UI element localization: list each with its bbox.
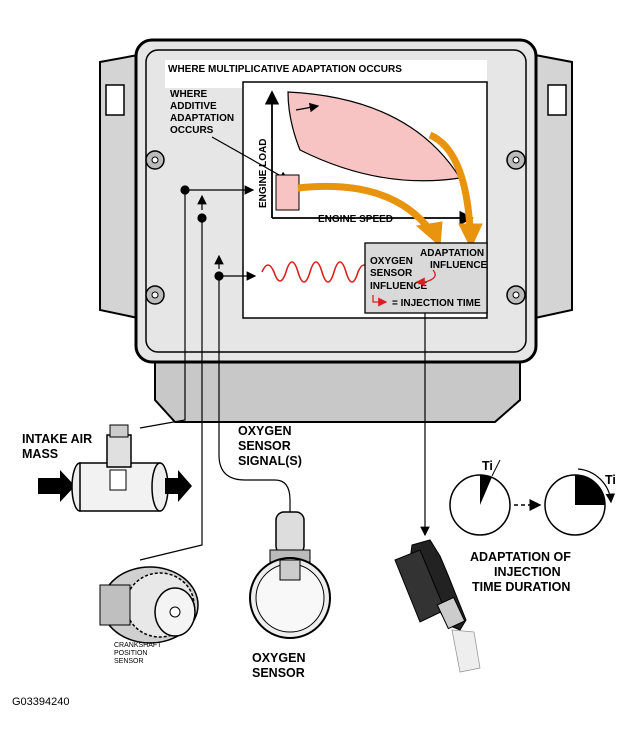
clock-dial-icon [544,468,616,536]
left-bracket [99,53,139,320]
housing-bottom [154,359,521,423]
multiplicative-region [287,91,461,182]
additive-label: WHERE ADDITIVE ADAPTATION OCCURS [170,89,234,136]
svg-text:ADAPTATION: ADAPTATION [420,248,484,259]
multiplicative-label: WHERE MULTIPLICATIVE ADAPTATION OCCURS [168,64,402,75]
right-bracket [534,53,573,320]
svg-text:POSITION: POSITION [114,650,147,657]
svg-text:SENSOR: SENSOR [114,658,144,665]
svg-text:INFLUENCE: INFLUENCE [430,260,488,271]
screw-icon [145,150,526,305]
svg-text:SIGNAL(S): SIGNAL(S) [238,454,302,468]
svg-text:OXYGEN: OXYGEN [238,424,292,438]
crankshaft-sensor-label: CRANKSHAFT POSITION SENSOR [114,642,162,665]
figure-id: G03394240 [12,696,70,708]
fuel-injector [394,539,481,673]
intake-air-mass-label: INTAKE AIR MASS [22,432,92,461]
svg-text:CRANKSHAFT: CRANKSHAFT [114,642,162,649]
adaptation-arrows [297,131,483,250]
crankshaft-part [99,566,199,644]
ecu-housing-inner [145,49,527,353]
svg-text:TIME DURATION: TIME DURATION [472,580,570,594]
oxygen-sensor-wave [261,261,371,283]
svg-text:OXYGEN: OXYGEN [370,256,413,267]
svg-text:SENSOR: SENSOR [238,439,291,453]
clock-dial-icon [449,459,511,536]
oxygen-signal-label: OXYGEN SENSOR SIGNAL(S) [238,424,302,468]
svg-text:SENSOR: SENSOR [252,666,305,680]
svg-text:SENSOR: SENSOR [370,268,413,279]
svg-text:INJECTION: INJECTION [494,565,561,579]
ti-right-label: Ti [605,473,616,487]
ti-left-label: Ti [482,459,493,473]
svg-text:MASS: MASS [22,447,58,461]
oxygen-influence-label: OXYGEN SENSOR INFLUENCE [370,256,428,292]
adaptation-influence-label: ADAPTATION INFLUENCE [420,248,488,271]
svg-text:ADAPTATION: ADAPTATION [170,113,234,124]
svg-text:INTAKE AIR: INTAKE AIR [22,432,92,446]
svg-text:INFLUENCE: INFLUENCE [370,281,428,292]
oxygen-sensor-label: OXYGEN SENSOR [252,651,306,680]
signal-lines [139,185,430,561]
svg-text:WHERE: WHERE [170,89,208,100]
air-mass-meter [38,424,192,512]
svg-text:ADDITIVE: ADDITIVE [170,101,217,112]
injection-time-label: = INJECTION TIME [392,298,481,309]
engine-speed-label: ENGINE SPEED [318,214,393,225]
svg-text:OCCURS: OCCURS [170,125,214,136]
flow-arrow-icon [165,470,192,502]
additive-region [275,174,300,211]
adaptation-duration-label: ADAPTATION OF INJECTION TIME DURATION [470,550,571,594]
svg-text:OXYGEN: OXYGEN [252,651,306,665]
oxygen-sensor-part [249,511,331,639]
svg-text:ADAPTATION OF: ADAPTATION OF [470,550,571,564]
engine-load-label: ENGINE LOAD [258,139,269,208]
flow-arrow-icon [38,470,75,502]
